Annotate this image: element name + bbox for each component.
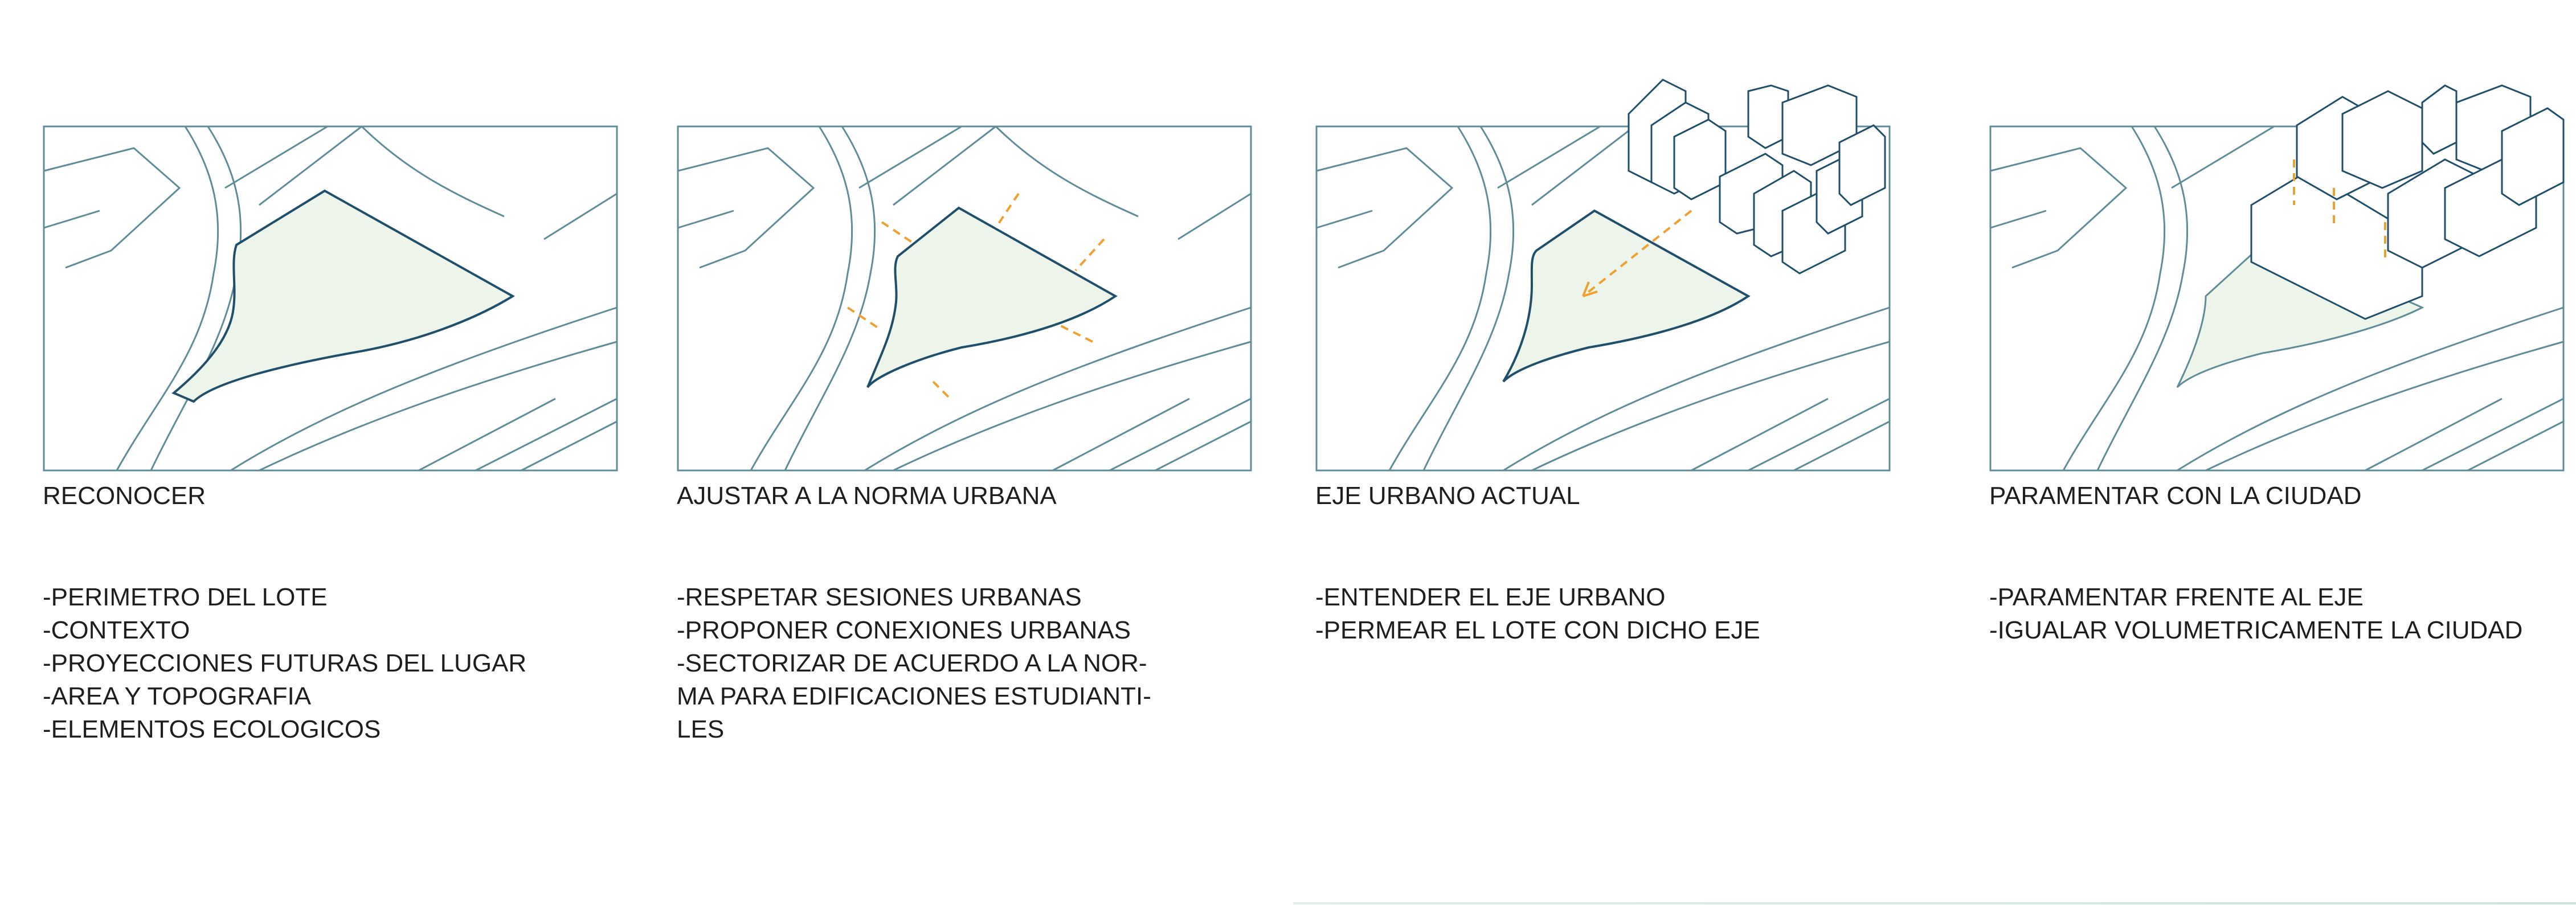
panel-title: AJUSTAR A LA NORMA URBANA [677,482,1057,510]
lot-outline [2176,238,2424,388]
site-map-ajustar [677,125,1252,472]
bullet-item: -CONTEXTO [43,616,190,644]
site-map-paramentar [1989,84,2565,472]
bullet-item: LES [677,715,725,743]
panel-ajustar: AJUSTAR A LA NORMA URBANA -RESPETAR SESI… [677,0,1303,905]
bullet-item: -PROPONER CONEXIONES URBANAS [677,616,1131,644]
panel-eje-urbano: EJE URBANO ACTUAL -ENTENDER EL EJE URBAN… [1315,0,1942,905]
bullet-item: -PERMEAR EL LOTE CON DICHO EJE [1315,616,1760,644]
panel-title: EJE URBANO ACTUAL [1315,482,1580,510]
bullet-item: -PARAMENTAR FRENTE AL EJE [1989,583,2364,611]
lot-outline [171,189,515,403]
bullet-item: -PROYECCIONES FUTURAS DEL LUGAR [43,649,527,677]
bullet-list: -ENTENDER EL EJE URBANO -PERMEAR EL LOTE… [1315,581,1760,647]
lot-outline [1502,209,1751,383]
site-map-eje [1315,79,1891,472]
bullet-item: MA PARA EDIFICACIONES ESTUDIANTI- [677,682,1151,710]
building-blocks [1628,79,1886,275]
bullet-list: -PERIMETRO DEL LOTE -CONTEXTO -PROYECCIO… [43,581,526,746]
panel-reconocer: RECONOCER -PERIMETRO DEL LOTE -CONTEXTO … [43,0,669,905]
bullet-list: -RESPETAR SESIONES URBANAS -PROPONER CON… [677,581,1151,746]
bullet-item: -RESPETAR SESIONES URBANAS [677,583,1082,611]
bullet-item: -ENTENDER EL EJE URBANO [1315,583,1666,611]
bullet-item: -PERIMETRO DEL LOTE [43,583,328,611]
panel-paramentar: PARAMENTAR CON LA CIUDAD -PARAMENTAR FRE… [1989,0,2576,905]
bullet-item: -ELEMENTOS ECOLOGICOS [43,715,381,743]
bottom-divider [1293,902,2576,904]
building-blocks [2250,84,2565,320]
site-map-reconocer [43,125,618,472]
panel-title: RECONOCER [43,482,206,510]
bullet-item: -IGUALAR VOLUMETRICAMENTE LA CIUDAD [1989,616,2523,644]
bullet-list: -PARAMENTAR FRENTE AL EJE -IGUALAR VOLUM… [1989,581,2522,647]
bullet-item: -SECTORIZAR DE ACUERDO A LA NOR- [677,649,1147,677]
lot-outline [866,206,1118,388]
panel-title: PARAMENTAR CON LA CIUDAD [1989,482,2362,510]
bullet-item: -AREA Y TOPOGRAFIA [43,682,312,710]
